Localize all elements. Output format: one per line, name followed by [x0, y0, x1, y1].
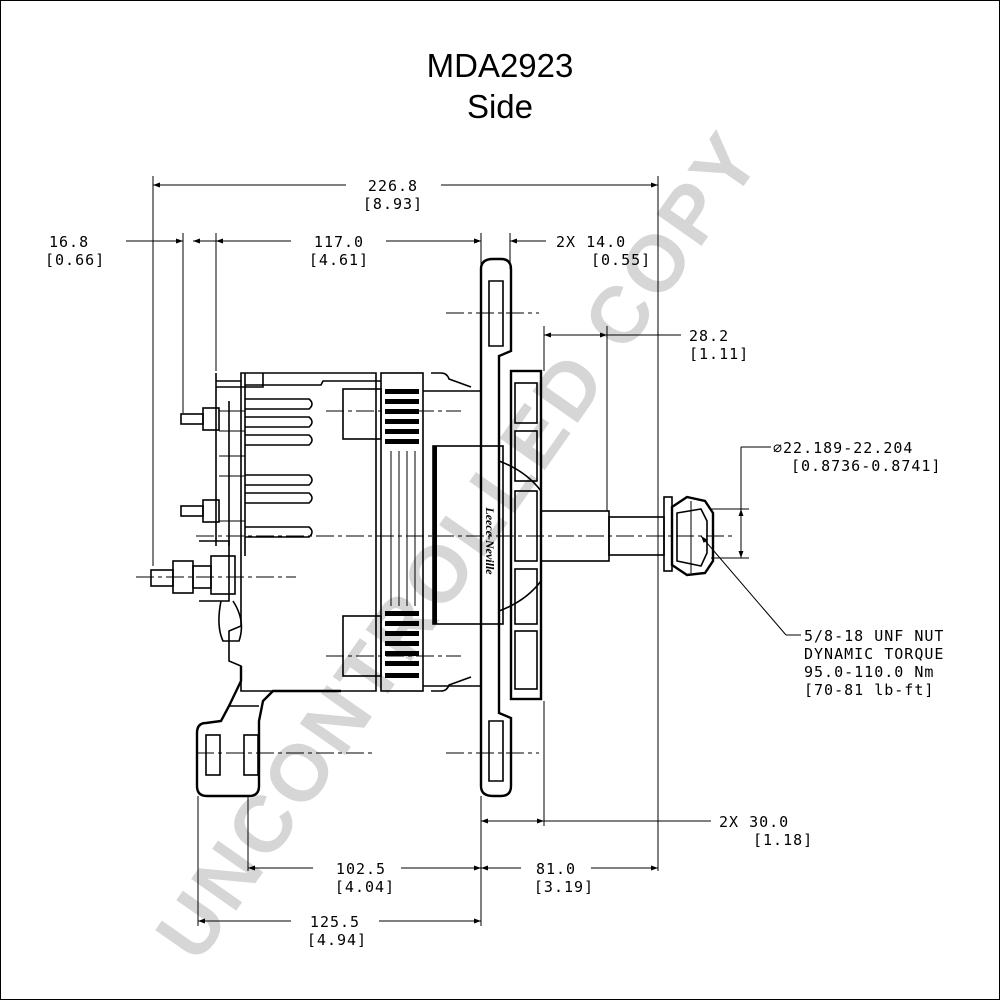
nut-callout-line3: 95.0-110.0 Nm: [804, 663, 934, 681]
dim-rear-housing-mm: 117.0: [314, 233, 364, 251]
stator-laminations: [385, 389, 419, 678]
dimensions: 226.8 [8.93] 16.8 [0.66] 117.0 [4.61] 2X…: [45, 176, 944, 949]
dim-overall-in: [8.93]: [363, 195, 423, 213]
dim-shaft-ext-in: [1.11]: [689, 345, 749, 363]
dim-flange-in: [0.55]: [591, 251, 651, 269]
watermark: UNCONTROLLED COPY: [139, 115, 779, 975]
dim-flange-front-mm: 81.0: [536, 860, 576, 878]
drive-shaft: [540, 495, 715, 577]
stator-core: [380, 372, 424, 692]
dim-shaft-dia-in: [0.8736-0.8741]: [791, 457, 941, 475]
nut-callout-line4: [70-81 lb-ft]: [804, 681, 934, 699]
dim-ear-width-mm: 2X 30.0: [719, 813, 789, 831]
dim-flange-mm: 2X 14.0: [556, 233, 626, 251]
dim-ear-width-in: [1.18]: [753, 831, 813, 849]
upper-boss: [342, 388, 382, 440]
dim-terminal-in: [0.66]: [45, 251, 105, 269]
dim-shaft-ext-mm: 28.2: [689, 327, 729, 345]
dim-rear-housing-in: [4.61]: [309, 251, 369, 269]
rear-heatsink: [215, 373, 381, 556]
mounting-foot: [195, 666, 341, 798]
dim-flange-front-in: [3.19]: [534, 878, 594, 896]
brand-logo: Leece-Neville: [483, 506, 497, 575]
dim-overall-mm: 226.8: [368, 177, 418, 195]
nut-callout-line2: DYNAMIC TORQUE: [804, 645, 944, 663]
dim-foot-flange-mm: 125.5: [310, 913, 360, 931]
shaft-nut: [670, 495, 715, 577]
dim-shaft-dia-mm: ⌀22.189-22.204: [773, 439, 913, 457]
top-ear-slot: [488, 280, 504, 347]
bottom-ear-slot: [488, 720, 504, 782]
drawing-title: MDA2923: [427, 47, 574, 84]
view-label: Side: [467, 88, 533, 125]
drive-end-flange: [479, 257, 513, 798]
plate-edge: [433, 446, 437, 624]
terminal-studs: [150, 407, 243, 642]
lower-boss: [342, 615, 382, 677]
dim-mount-flange-mm: 102.5: [336, 860, 386, 878]
dim-foot-flange-in: [4.94]: [307, 931, 367, 949]
nut-callout-line1: 5/8-18 UNF NUT: [804, 627, 944, 645]
dim-terminal-mm: 16.8: [49, 233, 89, 251]
dim-mount-flange-in: [4.04]: [335, 878, 395, 896]
alternator-side-view: Leece-Neville: [136, 257, 736, 798]
